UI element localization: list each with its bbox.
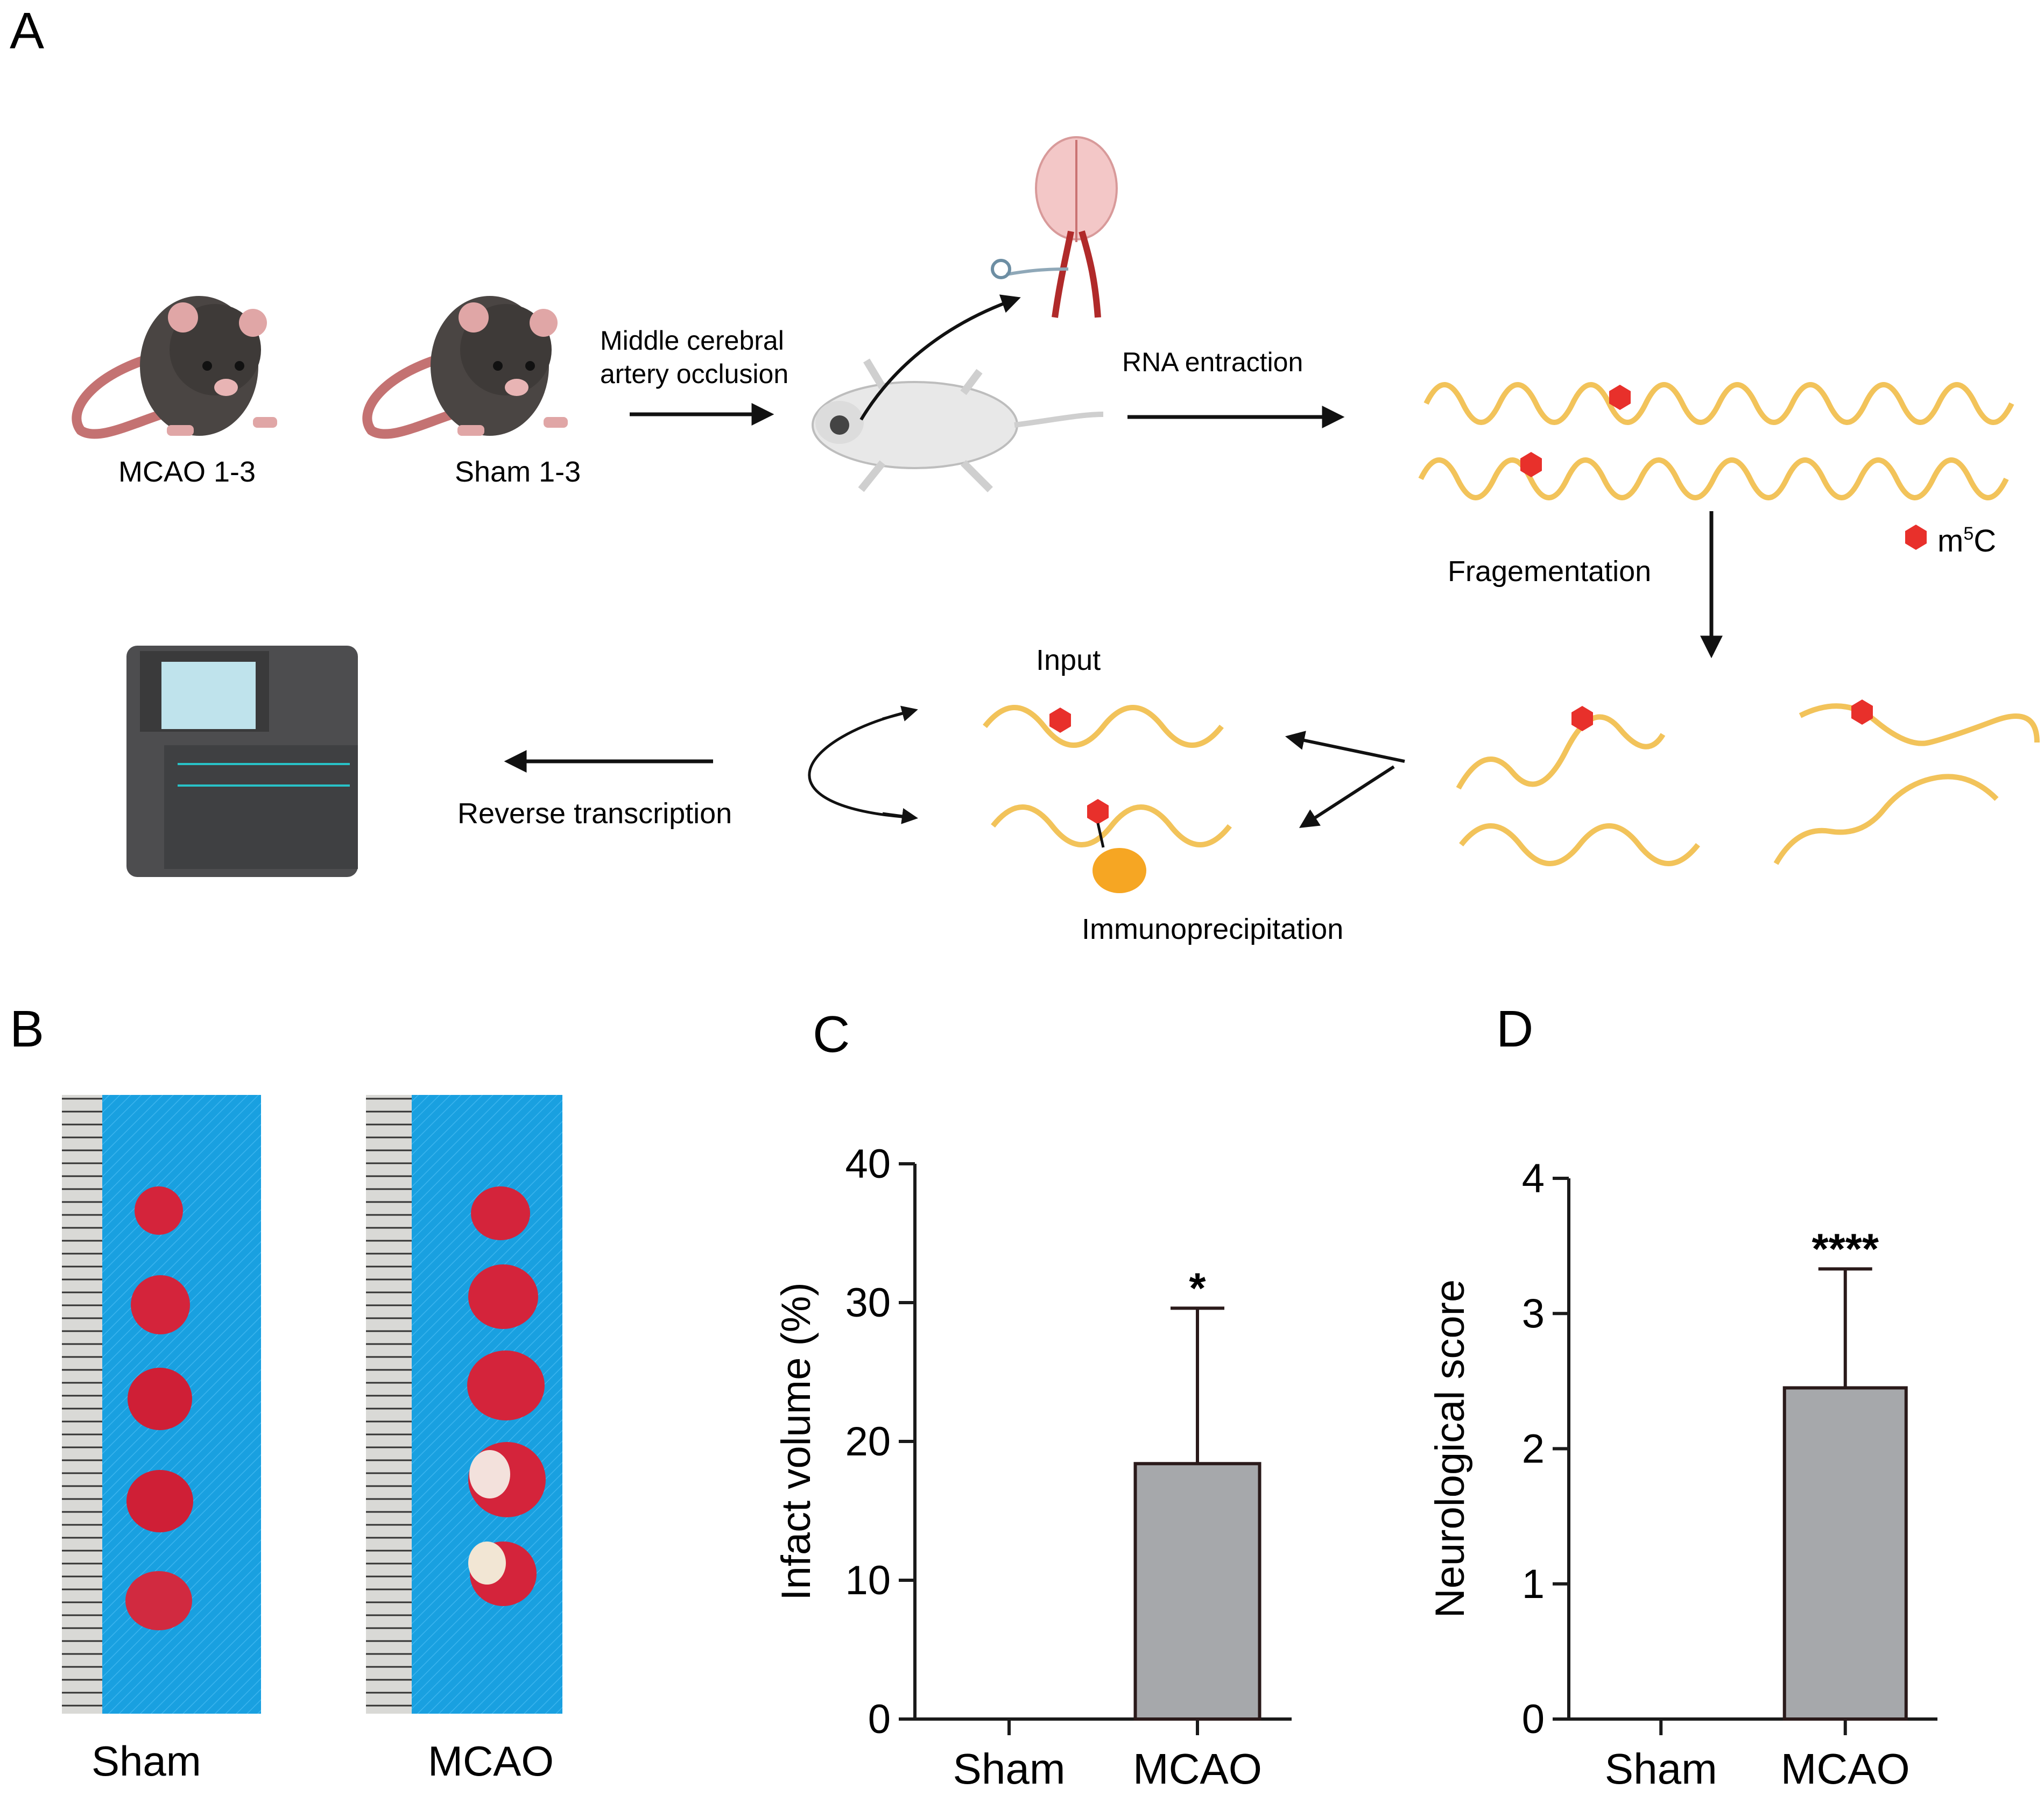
sham-group-label: Sham 1-3 (455, 456, 581, 488)
arrow-head-ip (882, 808, 918, 824)
m5c-mark (1087, 799, 1109, 824)
legend-m5c-label: m5C (1937, 524, 1996, 558)
antibody-bead (1093, 848, 1146, 893)
significance-label: **** (1812, 1225, 1879, 1272)
y-tick-label: 2 (1522, 1426, 1545, 1472)
y-tick-label: 4 (1522, 1156, 1545, 1201)
step-mcao-label-line2: artery occlusion (600, 359, 788, 389)
x-tick-label: Sham (953, 1745, 1066, 1793)
input-label: Input (1036, 644, 1101, 676)
y-tick-label: 1 (1522, 1561, 1545, 1607)
immunoprecipitation-label: Immunoprecipitation (1082, 913, 1343, 945)
rna-strand-1 (1423, 382, 2014, 425)
significance-label: * (1189, 1264, 1206, 1312)
rna-ip-fragment (991, 804, 1232, 847)
y-tick-label: 20 (845, 1419, 891, 1465)
x-tick-label: MCAO (1133, 1745, 1262, 1793)
rat-sham-illustration (362, 296, 568, 439)
m5c-mark (1520, 452, 1542, 477)
rat-mcao-illustration (72, 296, 277, 439)
sham-photo-caption: Sham (91, 1737, 201, 1785)
antibody-link (1096, 823, 1105, 848)
arrow-head-input (882, 705, 918, 722)
arrow-to-input (1285, 731, 1405, 763)
mcao-brain-photo (366, 1095, 562, 1714)
panel-label-b: B (10, 1000, 44, 1058)
sham-brain-photo (62, 1095, 261, 1714)
rna-fragment (1459, 823, 1700, 866)
y-axis-label: Infact volume (%) (773, 1282, 819, 1600)
rna-strand-2 (1418, 457, 2009, 500)
m5c-mark (1049, 708, 1071, 733)
arrow-to-brain (859, 294, 1021, 421)
panel-label-a: A (10, 2, 44, 60)
reverse-transcription-label: Reverse transcription (457, 797, 732, 830)
y-tick-label: 40 (845, 1141, 891, 1187)
sequencer-illustration (126, 646, 358, 877)
m5c-mark (1851, 699, 1873, 725)
y-tick-label: 30 (845, 1280, 891, 1326)
step-mcao-label-line1: Middle cerebral (600, 326, 784, 356)
panel-label-c: C (813, 1006, 850, 1063)
x-tick-label: MCAO (1781, 1745, 1910, 1793)
m5c-mark (1571, 706, 1593, 731)
arrow-split-curve (808, 709, 915, 819)
rna-input-fragment (983, 705, 1224, 748)
y-tick-label: 0 (1522, 1696, 1545, 1742)
bar-mcao (1133, 1462, 1261, 1721)
y-tick-label: 10 (845, 1558, 891, 1603)
rna-fragment (1799, 703, 2040, 746)
bar-mcao (1782, 1386, 1908, 1721)
y-axis-label: Neurological score (1427, 1279, 1473, 1618)
mouse-surgery-illustration (812, 358, 1104, 492)
brain-illustration (991, 136, 1118, 318)
step-rna-extraction-label: RNA entraction (1122, 347, 1303, 377)
y-tick-label: 0 (868, 1696, 891, 1742)
rna-fragment (1456, 714, 1666, 790)
m5c-mark (1609, 385, 1631, 410)
x-tick-label: Sham (1605, 1745, 1717, 1793)
rna-fragment (1773, 774, 1999, 865)
arrow-to-ip (1299, 765, 1395, 828)
y-tick-label: 3 (1522, 1291, 1545, 1337)
mcao-group-label: MCAO 1-3 (118, 456, 256, 488)
panel-label-d: D (1496, 1000, 1533, 1058)
step-fragmentation-label: Fragementation (1448, 555, 1651, 588)
legend-m5c-icon (1905, 525, 1927, 550)
mcao-photo-caption: MCAO (428, 1737, 554, 1785)
